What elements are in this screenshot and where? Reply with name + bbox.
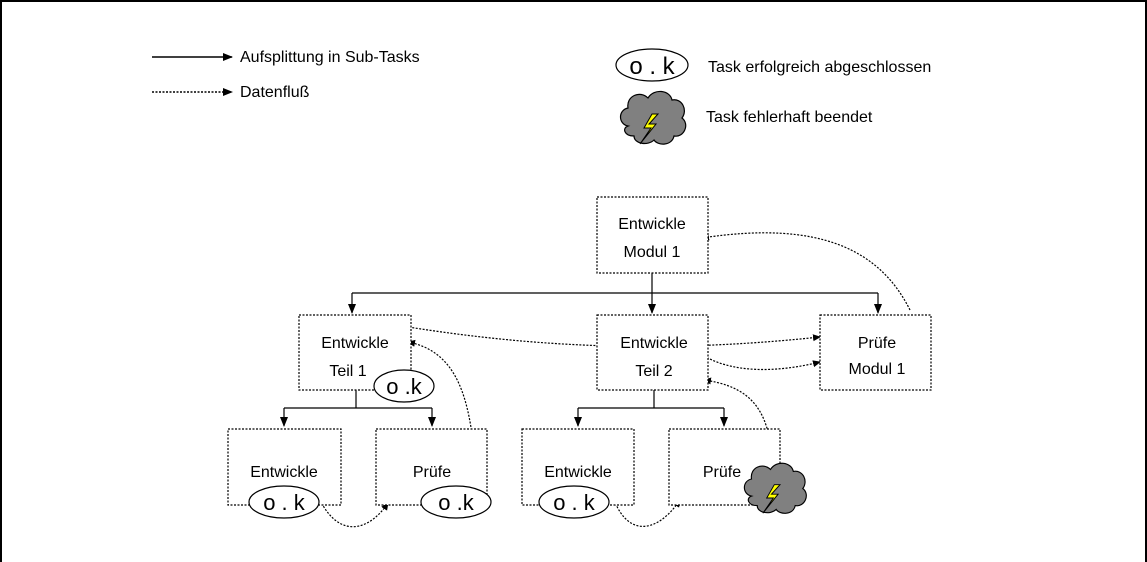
task-part-1-line1: Entwickle [321, 335, 389, 352]
task-module-1-line2: Modul 1 [624, 244, 681, 261]
task-develop-b-status: o . k [553, 490, 596, 515]
legend: Aufsplittung in Sub-Tasks Datenfluß o . … [152, 48, 931, 145]
legend-dataflow-label: Datenfluß [240, 84, 310, 101]
task-part-1-status: o .k [386, 374, 422, 399]
ok-ellipse-icon: o . k [248, 485, 320, 519]
task-develop-a: Entwickle [227, 428, 342, 506]
task-check-a-label: Prüfe [413, 464, 451, 481]
task-check-module-1-line2: Modul 1 [849, 361, 906, 378]
task-module-1-line1: Entwickle [618, 216, 686, 233]
task-check-module-1-line1: Prüfe [858, 335, 896, 352]
task-part-2-line2: Teil 2 [635, 363, 672, 380]
task-develop-a-status: o . k [263, 490, 306, 515]
ok-ellipse-icon: o . k [615, 48, 689, 82]
task-part-2-line1: Entwickle [620, 335, 688, 352]
task-check-b-label: Prüfe [703, 464, 741, 481]
legend-split-label: Aufsplittung in Sub-Tasks [240, 49, 420, 66]
task-module-1: Entwickle Modul 1 [596, 196, 709, 274]
task-check-module-1: Prüfe Modul 1 [819, 314, 932, 391]
legend-fail-label: Task fehlerhaft beendet [706, 109, 873, 126]
task-part-1: Entwickle Teil 1 [298, 314, 412, 391]
task-develop-a-label: Entwickle [250, 464, 318, 481]
ok-ellipse-icon: o .k [373, 369, 435, 403]
storm-cloud-icon [619, 90, 687, 145]
task-develop-b-label: Entwickle [544, 464, 612, 481]
storm-cloud-icon [743, 462, 807, 514]
task-check-a-status: o .k [438, 490, 474, 515]
legend-ok-symbol: o . k [629, 53, 675, 80]
legend-ok-label: Task erfolgreich abgeschlossen [708, 59, 931, 76]
split-connectors [280, 273, 882, 427]
task-part-1-line2: Teil 1 [329, 363, 366, 380]
ok-ellipse-icon: o . k [538, 485, 610, 519]
task-part-2: Entwickle Teil 2 [596, 314, 709, 391]
ok-ellipse-icon: o .k [420, 485, 492, 519]
dataflow-arrows [319, 232, 911, 528]
